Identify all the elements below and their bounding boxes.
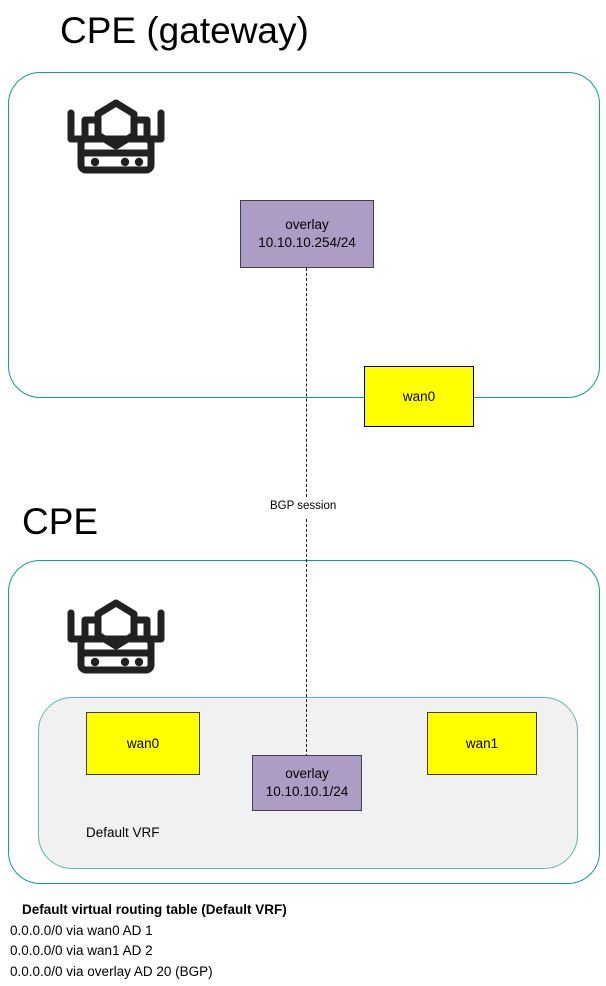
router-firewall-icon xyxy=(55,98,177,190)
overlay-interface-address: 10.10.10.1/24 xyxy=(265,784,349,799)
overlay-interface-name: overlay xyxy=(285,766,329,782)
cpe-overlay-interface[interactable]: overlay 10.10.10.1/24 xyxy=(252,755,362,811)
wan0-interface-name: wan0 xyxy=(126,735,160,751)
overlay-interface-name: overlay xyxy=(285,217,329,233)
gateway-section-title: CPE (gateway) xyxy=(60,10,309,51)
route-entry: 0.0.0.0/0 via wan0 AD 1 xyxy=(10,922,153,938)
route-entry: 0.0.0.0/0 via overlay AD 20 (BGP) xyxy=(10,963,213,979)
wan1-interface-name: wan1 xyxy=(465,735,499,751)
routing-table-title: Default virtual routing table (Default V… xyxy=(22,902,287,917)
bgp-session-label: BGP session xyxy=(268,500,339,512)
route-entry: 0.0.0.0/0 via wan1 AD 2 xyxy=(10,943,153,959)
cpe-device-panel xyxy=(8,560,600,884)
bgp-session-line-lower xyxy=(306,519,307,757)
overlay-interface-address: 10.10.10.254/24 xyxy=(258,235,356,250)
bgp-session-line-upper xyxy=(306,268,307,497)
router-firewall-icon xyxy=(55,598,177,690)
cpe-section-title: CPE xyxy=(22,501,99,542)
cpe-wan0-interface[interactable]: wan0 xyxy=(86,712,200,775)
gateway-wan0-interface[interactable]: wan0 xyxy=(364,366,474,427)
wan0-interface-name: wan0 xyxy=(402,388,436,404)
gateway-device-panel xyxy=(8,72,600,398)
gateway-overlay-interface[interactable]: overlay 10.10.10.254/24 xyxy=(240,200,374,268)
cpe-wan1-interface[interactable]: wan1 xyxy=(427,712,537,775)
routing-table: Default virtual routing table (Default V… xyxy=(10,900,287,982)
default-vrf-label: Default VRF xyxy=(86,825,160,840)
